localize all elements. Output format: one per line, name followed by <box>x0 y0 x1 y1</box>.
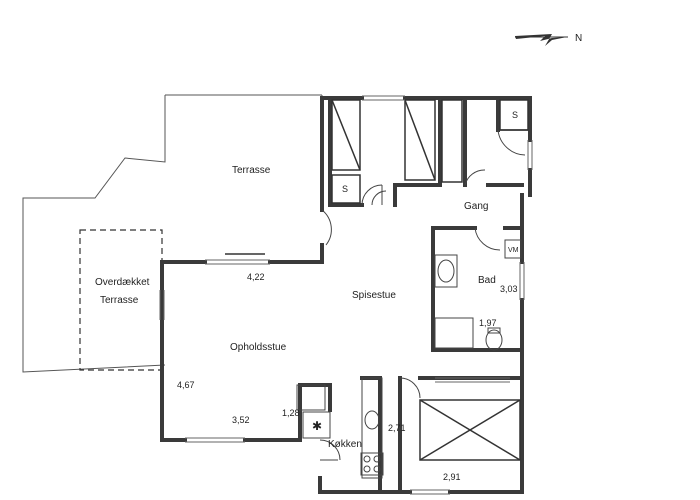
room-label-terrasse: Terrasse <box>232 165 271 176</box>
room-label-gang: Gang <box>464 201 488 212</box>
bathroom-fixtures <box>434 239 522 351</box>
dimension-label: 1,28 <box>282 408 300 418</box>
dimension-label: 3,52 <box>232 415 250 425</box>
dimension-label: 2,91 <box>443 472 461 482</box>
closet-label-s2: S <box>512 110 518 120</box>
room-label-overdaekket-terrasse: Terrasse <box>100 295 139 306</box>
closet-label-s1: S <box>342 184 348 194</box>
room-label-overdaekket: Overdækket <box>95 277 150 288</box>
stove-icon: ✱ <box>312 419 322 433</box>
washer-label-vm: VM <box>508 247 519 254</box>
room-label-bad: Bad <box>478 275 496 286</box>
north-arrow-icon <box>515 34 568 46</box>
room-label-koekken: Køkken <box>328 439 362 450</box>
kitchen-fixtures <box>296 377 384 479</box>
dimension-label: 3,03 <box>500 284 518 294</box>
dimension-label: 1,97 <box>479 318 497 328</box>
room-label-opholdsstue: Opholdsstue <box>230 342 287 353</box>
dimension-label: 4,22 <box>247 272 265 282</box>
windows <box>159 95 533 495</box>
terrace-outline <box>22 94 323 373</box>
north-label: N <box>575 33 582 44</box>
closets <box>331 99 529 204</box>
doors <box>319 129 526 461</box>
room-label-spisestue: Spisestue <box>352 290 396 301</box>
dimension-label: 2,71 <box>388 423 406 433</box>
lower-right-fixture <box>419 399 521 461</box>
dimension-label: 4,67 <box>177 380 195 390</box>
